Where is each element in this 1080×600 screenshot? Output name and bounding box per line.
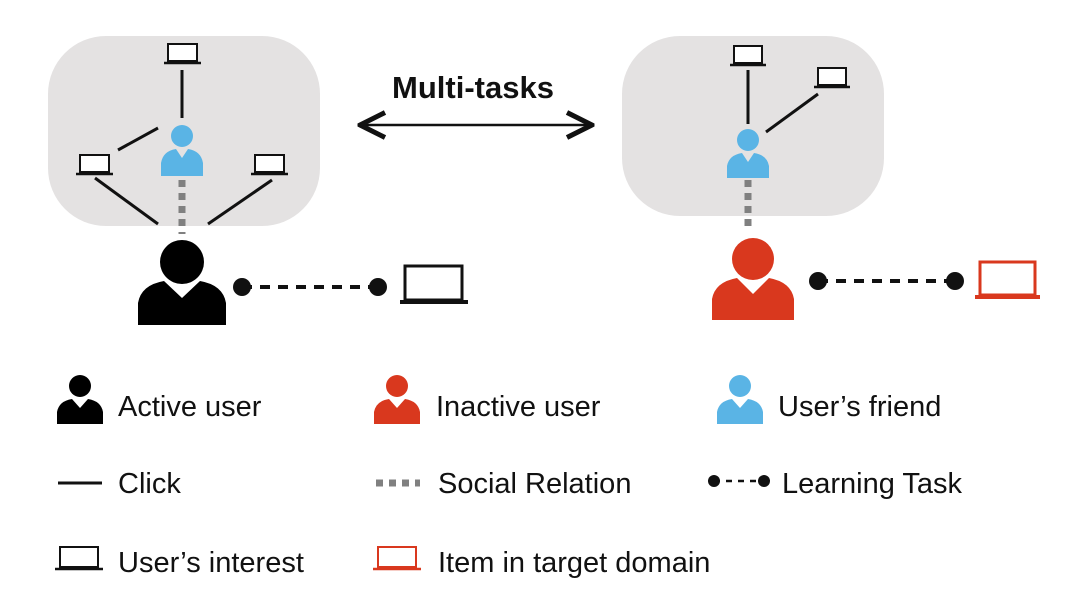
legend-active-user-label: Active user	[118, 391, 262, 423]
legend-target-item-icon	[373, 546, 421, 571]
inactive-user-icon	[712, 238, 794, 320]
laptop-icon	[251, 154, 288, 176]
legend-target-item-label: Item in target domain	[438, 547, 710, 579]
diagram-title: Multi-tasks	[392, 70, 554, 105]
legend-learning-task-icon	[708, 475, 770, 487]
legend-interest-icon	[55, 546, 103, 571]
learning-task-link	[809, 272, 964, 290]
legend-inactive-user-icon	[374, 375, 420, 424]
click-line	[765, 92, 819, 134]
friend-user-icon	[727, 129, 769, 178]
active-user-icon	[138, 240, 226, 325]
laptop-icon	[400, 264, 468, 304]
laptop-icon	[164, 43, 201, 65]
legend-learning-task-label: Learning Task	[782, 468, 963, 500]
legend-friend-icon	[717, 375, 763, 424]
legend-active-user-icon	[57, 375, 103, 424]
legend: Active user Inactive user User’s friend …	[55, 375, 963, 579]
right-cluster	[622, 36, 884, 230]
laptop-icon	[76, 154, 113, 176]
laptop-icon	[730, 45, 766, 67]
legend-interest-label: User’s interest	[118, 547, 304, 579]
legend-social-relation-label: Social Relation	[438, 468, 631, 500]
laptop-icon	[814, 67, 850, 89]
friend-user-icon	[161, 125, 203, 176]
learning-task-link	[233, 278, 387, 296]
legend-friend-label: User’s friend	[778, 391, 941, 423]
click-line	[94, 176, 159, 226]
click-line	[207, 178, 273, 226]
target-item-icon	[975, 260, 1040, 299]
legend-inactive-user-label: Inactive user	[436, 391, 601, 423]
legend-click-label: Click	[118, 468, 181, 500]
left-cluster	[48, 36, 320, 234]
click-line	[117, 126, 159, 152]
